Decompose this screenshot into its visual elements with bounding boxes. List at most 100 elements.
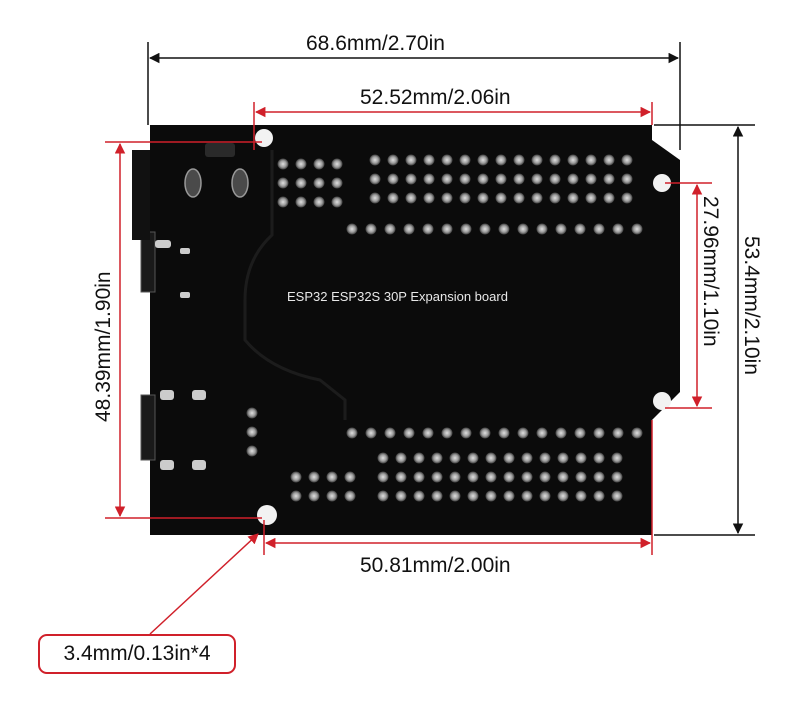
pin-pad xyxy=(549,173,561,185)
pin-pad xyxy=(422,223,434,235)
pin-pad xyxy=(387,173,399,185)
pin-pad xyxy=(521,452,533,464)
pin-pad xyxy=(405,192,417,204)
pin-pad xyxy=(313,177,325,189)
pin-pad xyxy=(431,471,443,483)
pin-pad xyxy=(290,490,302,502)
pin-pad xyxy=(585,154,597,166)
smd-pad-5 xyxy=(192,390,206,400)
pin-pad xyxy=(449,490,461,502)
pin-pad xyxy=(557,471,569,483)
pin-pad xyxy=(413,490,425,502)
pin-pad xyxy=(431,490,443,502)
pin-pad xyxy=(387,154,399,166)
pcb-board xyxy=(150,125,680,535)
smd-pad-1 xyxy=(155,240,171,248)
pin-pad xyxy=(593,223,605,235)
mounting-hole-top-left xyxy=(255,129,273,147)
pin-pad xyxy=(459,173,471,185)
pin-pad xyxy=(369,173,381,185)
mounting-hole-right-top xyxy=(653,174,671,192)
pin-pad xyxy=(631,427,643,439)
pin-headers xyxy=(246,154,643,502)
pin-pad xyxy=(423,192,435,204)
pin-pad xyxy=(277,158,289,170)
pin-pad xyxy=(531,173,543,185)
smd-pad-4 xyxy=(160,390,174,400)
pin-pad xyxy=(460,223,472,235)
pin-pad xyxy=(477,173,489,185)
pin-pad xyxy=(290,471,302,483)
pin-pad xyxy=(479,223,491,235)
pin-pad xyxy=(557,452,569,464)
pin-pad xyxy=(621,154,633,166)
pin-pad xyxy=(441,173,453,185)
pin-pad xyxy=(384,427,396,439)
pin-pad xyxy=(441,154,453,166)
pin-pad xyxy=(405,173,417,185)
pin-pad xyxy=(295,196,307,208)
pin-pad xyxy=(593,427,605,439)
pin-pad xyxy=(449,452,461,464)
pin-pad xyxy=(346,427,358,439)
bottom-hole-spacing-label: 50.81mm/2.00in xyxy=(360,554,511,577)
pin-pad xyxy=(513,173,525,185)
pin-pad xyxy=(603,154,615,166)
pin-pad xyxy=(413,471,425,483)
pin-pad xyxy=(498,223,510,235)
pin-pad xyxy=(441,192,453,204)
right-hole-spacing-label: 27.96mm/1.10in xyxy=(699,196,722,347)
pin-pad xyxy=(495,192,507,204)
hole-diameter-label: 3.4mm/0.13in*4 xyxy=(63,642,211,665)
pin-pad xyxy=(308,471,320,483)
pin-pad xyxy=(477,154,489,166)
pin-pad xyxy=(603,192,615,204)
pin-pad xyxy=(403,223,415,235)
pin-pad xyxy=(369,154,381,166)
pin-pad xyxy=(574,427,586,439)
mounting-hole-right-bottom xyxy=(653,392,671,410)
pin-pad xyxy=(539,452,551,464)
pin-pad xyxy=(377,452,389,464)
pin-pad xyxy=(365,223,377,235)
pin-pad xyxy=(246,426,258,438)
pin-pad xyxy=(549,154,561,166)
pin-pad xyxy=(405,154,417,166)
pin-pad xyxy=(567,154,579,166)
pin-pad xyxy=(377,471,389,483)
pin-pad xyxy=(277,177,289,189)
pin-pad xyxy=(346,223,358,235)
left-edge-header xyxy=(132,150,150,240)
left-hole-spacing-label: 48.39mm/1.90in xyxy=(92,271,115,422)
pin-pad xyxy=(503,471,515,483)
pin-pad xyxy=(517,223,529,235)
pin-pad xyxy=(331,177,343,189)
pin-pad xyxy=(246,445,258,457)
pcb-trace xyxy=(243,150,347,420)
pin-pad xyxy=(459,154,471,166)
pin-pad xyxy=(539,490,551,502)
pin-pad xyxy=(575,490,587,502)
pin-pad xyxy=(575,471,587,483)
pin-pad xyxy=(539,471,551,483)
pin-pad xyxy=(485,490,497,502)
pin-pad xyxy=(612,223,624,235)
regulator xyxy=(205,143,235,157)
pin-pad xyxy=(449,471,461,483)
pin-pad xyxy=(441,223,453,235)
pin-pad xyxy=(413,452,425,464)
pin-pad xyxy=(485,471,497,483)
pin-pad xyxy=(593,471,605,483)
pin-pad xyxy=(567,173,579,185)
pin-pad xyxy=(611,452,623,464)
mounting-hole-bottom-left xyxy=(257,505,277,525)
pin-pad xyxy=(612,427,624,439)
pin-pad xyxy=(479,427,491,439)
pin-pad xyxy=(531,192,543,204)
pin-pad xyxy=(555,427,567,439)
pin-pad xyxy=(567,192,579,204)
pin-pad xyxy=(384,223,396,235)
pin-pad xyxy=(503,490,515,502)
pin-pad xyxy=(467,452,479,464)
